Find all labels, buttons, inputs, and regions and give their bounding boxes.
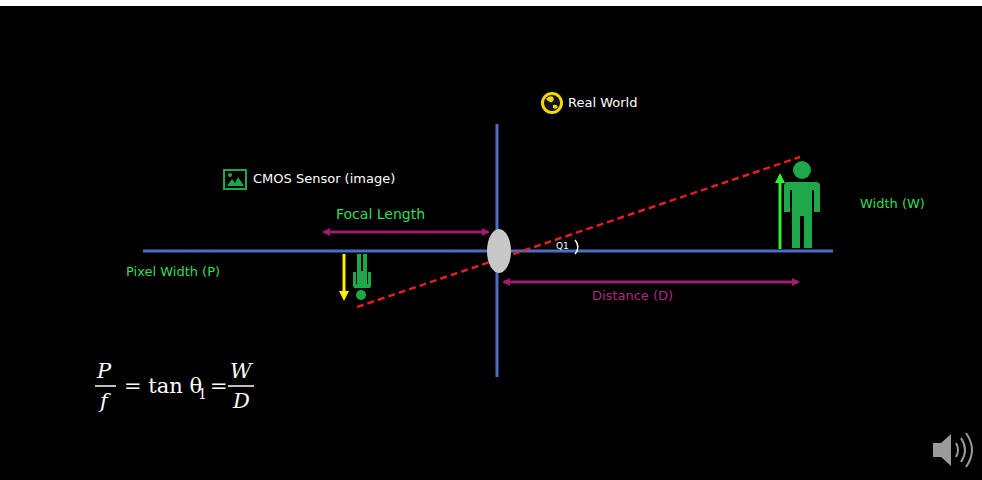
fraction-bar <box>95 385 116 387</box>
lens <box>487 229 511 273</box>
image-icon <box>224 170 246 189</box>
sensor-label: CMOS Sensor (image) <box>253 172 395 187</box>
angle-label: Q1 <box>556 241 569 251</box>
dimension-label: Width (W) <box>860 197 925 212</box>
formula-symbol: P <box>97 359 111 383</box>
dimension-label: Focal Length <box>336 206 425 222</box>
formula-symbol: f <box>100 389 108 413</box>
fraction-bar <box>228 385 254 387</box>
globe-icon <box>541 92 563 114</box>
formula-text: = tan θ <box>124 374 202 398</box>
formula-text: = <box>210 374 228 398</box>
top-bar <box>0 0 982 6</box>
image-person-icon <box>353 254 371 300</box>
formula-subscript: 1 <box>198 386 207 402</box>
distance-arrow <box>504 281 798 284</box>
formula-symbol: D <box>233 389 250 413</box>
focal-length-arrow <box>324 231 488 234</box>
pixel-width-arrow <box>343 254 346 298</box>
person-icon <box>784 161 820 248</box>
formula-symbol: W <box>230 359 252 383</box>
speaker-icon <box>933 433 972 467</box>
width-arrow <box>779 176 782 249</box>
region-label: Real World <box>568 96 637 111</box>
dimension-label: Pixel Width (P) <box>126 265 220 280</box>
angle-arc <box>575 240 578 254</box>
dimension-label: Distance (D) <box>592 289 673 304</box>
